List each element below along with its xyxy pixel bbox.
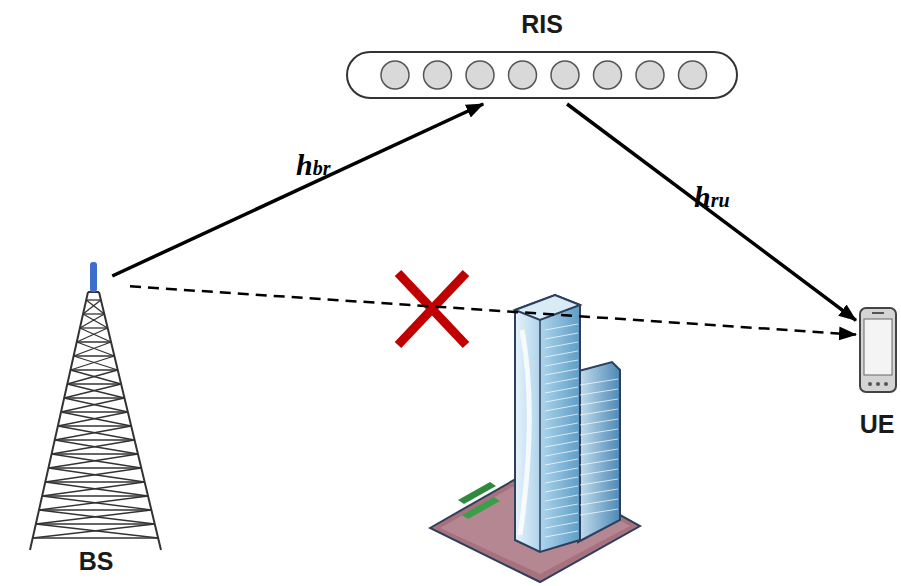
node-label: RIS [345,10,739,39]
bs-tower [30,292,161,550]
channel-label: hru [694,180,730,214]
user-equipment: UE [856,305,898,443]
signal-link [567,104,856,320]
signal-link [130,286,856,334]
signal-link [112,104,483,276]
ris-array [345,48,739,104]
node-label: UE [856,410,898,439]
ris-panel: RIS [345,8,739,104]
base-station: BS [62,276,130,580]
node-label: BS [62,547,130,576]
phone-icon [856,305,898,395]
channel-label: hbr [296,148,330,182]
bs-antenna [90,262,97,292]
